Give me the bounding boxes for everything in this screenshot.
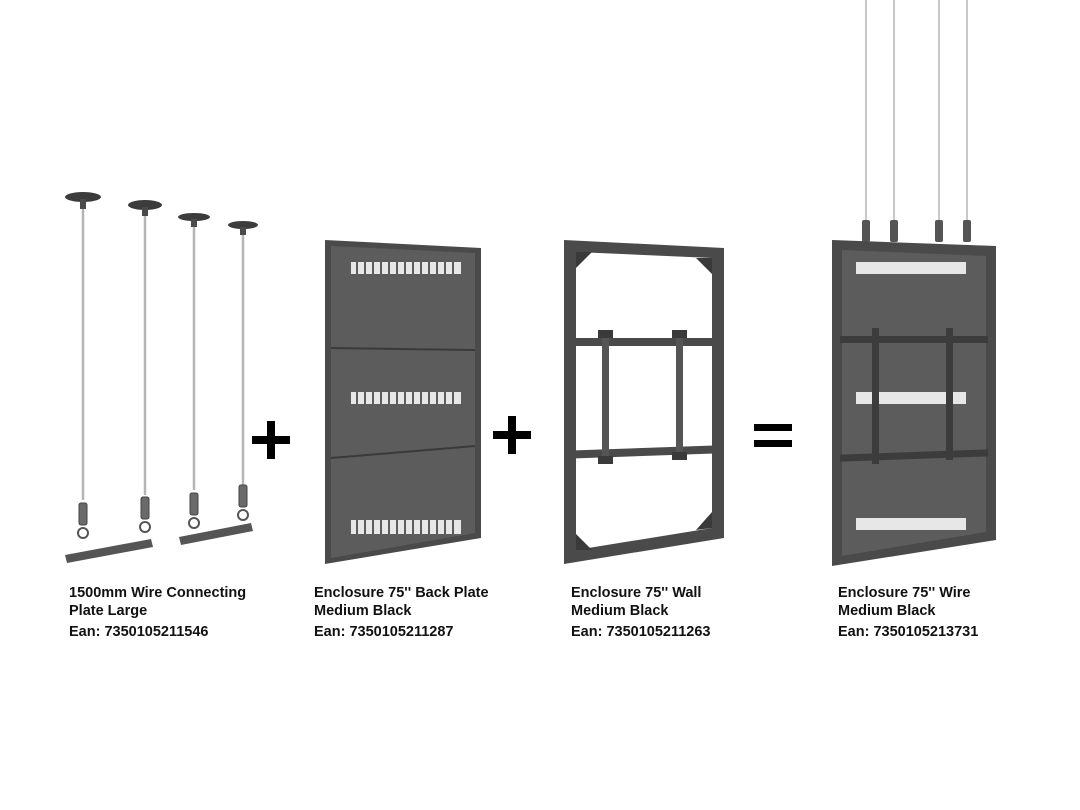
product-name-line1: Enclosure 75'' Wall	[571, 585, 702, 601]
product-name-line2: Plate Large	[69, 603, 148, 619]
product-caption: 1500mm Wire Connecting Plate Large Ean: …	[69, 584, 246, 641]
product-name-line2: Medium Black	[571, 603, 669, 619]
product-caption: Enclosure 75'' Wire Medium Black Ean: 73…	[838, 584, 978, 641]
product-caption: Enclosure 75'' Back Plate Medium Black E…	[314, 584, 489, 641]
ceiling-disc	[65, 192, 258, 229]
product-ean: Ean: 7350105213731	[838, 624, 979, 640]
product-name-line1: 1500mm Wire Connecting	[69, 585, 247, 601]
equals-operator	[754, 422, 792, 450]
back-plate-image	[323, 238, 483, 566]
product-caption: Enclosure 75'' Wall Medium Black Ean: 73…	[571, 584, 711, 641]
wire-kit-image	[55, 185, 270, 565]
enclosure-wire-image	[830, 0, 1000, 568]
product-ean: Ean: 7350105211546	[69, 624, 209, 640]
product-ean: Ean: 7350105211287	[314, 624, 454, 640]
product-name-line2: Medium Black	[838, 603, 936, 619]
wall-frame-image	[562, 238, 726, 566]
product-name-line2: Medium Black	[314, 603, 412, 619]
product-name-line1: Enclosure 75'' Back Plate	[314, 585, 489, 601]
product-name-line1: Enclosure 75'' Wire	[838, 585, 971, 601]
plus-operator	[493, 416, 531, 454]
product-ean: Ean: 7350105211263	[571, 624, 711, 640]
plus-operator	[252, 421, 290, 459]
